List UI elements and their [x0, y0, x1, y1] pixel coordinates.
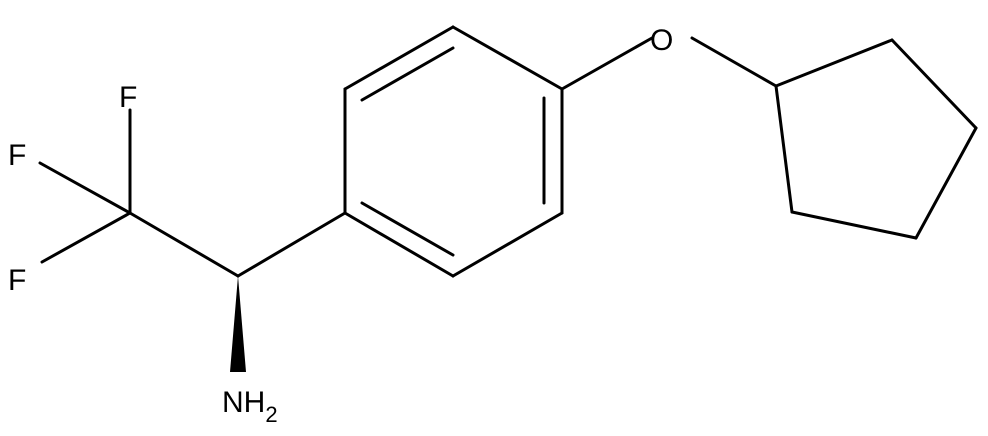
atom-label-amine: NH2 [222, 386, 278, 427]
bonds [38, 25, 978, 278]
wedge-bond-chiral-amine [230, 276, 246, 372]
bond-c-f-left [38, 161, 132, 215]
ring-bond-2 [343, 25, 455, 91]
cyclopentane-bond-5 [774, 84, 794, 214]
ring-bond-6 [343, 211, 455, 278]
atom-label-f-top: F [119, 81, 137, 114]
amine-subscript-2: 2 [265, 402, 277, 427]
ring-bond-3 [451, 25, 564, 91]
atom-label-oxygen: O [650, 24, 673, 57]
bond-chiral-ring [236, 211, 347, 278]
bond-cf3-chiral [128, 211, 240, 278]
bond-ring-oxygen [560, 36, 654, 91]
atom-label-f-bottom: F [8, 264, 26, 297]
amine-nh: NH [222, 386, 265, 419]
cyclopentane-bond-2 [890, 38, 978, 130]
cyclopentane-bond-3 [914, 126, 978, 240]
atom-label-f-left: F [8, 139, 26, 172]
bond-oxygen-cyclopentyl [690, 36, 778, 88]
ring-double-inner-1 [360, 46, 455, 102]
cyclopentane-bond-1 [774, 38, 894, 88]
bond-c-f-bottom [40, 211, 132, 264]
ring-bond-5 [451, 211, 564, 278]
cyclopentane-bond-4 [790, 210, 918, 240]
ring-double-inner-3 [360, 201, 455, 257]
